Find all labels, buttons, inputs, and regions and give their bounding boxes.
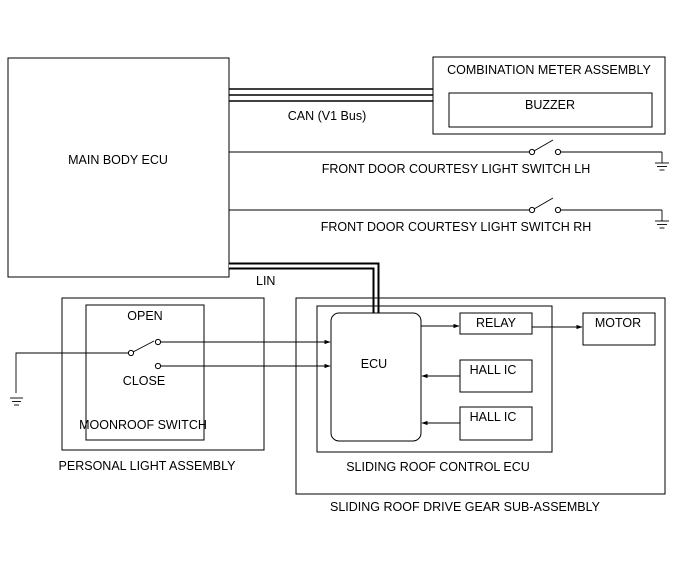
main-body-ecu-box [7, 57, 230, 278]
signal-arrows [421, 323, 583, 426]
open-label: OPEN [127, 309, 162, 323]
relay-label: RELAY [476, 316, 517, 330]
close-label: CLOSE [123, 374, 165, 388]
switch-rh-label: FRONT DOOR COURTESY LIGHT SWITCH RH [321, 220, 592, 234]
motor-label: MOTOR [595, 316, 641, 330]
can-bus-label: CAN (V1 Bus) [288, 109, 367, 123]
combination-meter-label: COMBINATION METER ASSEMBLY [447, 63, 651, 77]
switch-rh-circuit [229, 197, 669, 229]
motor-box [582, 312, 656, 346]
lin-label: LIN [256, 274, 275, 288]
lin-bus-line [229, 262, 380, 313]
switch-lh-circuit [229, 139, 669, 171]
drive-gear-label: SLIDING ROOF DRIVE GEAR SUB-ASSEMBLY [330, 500, 601, 514]
relay-box [459, 312, 533, 335]
buzzer-box [448, 92, 653, 128]
ecu-box [330, 312, 422, 442]
moonroof-switch-circuit [10, 338, 331, 406]
hall-ic-2-label: HALL IC [470, 410, 517, 424]
hall-ic-1-label: HALL IC [470, 363, 517, 377]
hall-ic-2-box [459, 406, 533, 441]
personal-light-label: PERSONAL LIGHT ASSEMBLY [59, 459, 237, 473]
moonroof-switch-box [85, 304, 205, 441]
buzzer-label: BUZZER [525, 98, 575, 112]
switch-lh-label: FRONT DOOR COURTESY LIGHT SWITCH LH [322, 162, 591, 176]
sliding-roof-ecu-label: SLIDING ROOF CONTROL ECU [346, 460, 530, 474]
can-bus-lines [229, 88, 433, 102]
personal-light-box [61, 297, 265, 451]
moonroof-switch-label: MOONROOF SWITCH [79, 418, 207, 432]
drive-gear-box [295, 297, 666, 495]
ecu-label: ECU [361, 357, 387, 371]
sliding-roof-ecu-box [316, 305, 553, 453]
main-body-ecu-label: MAIN BODY ECU [68, 153, 168, 167]
